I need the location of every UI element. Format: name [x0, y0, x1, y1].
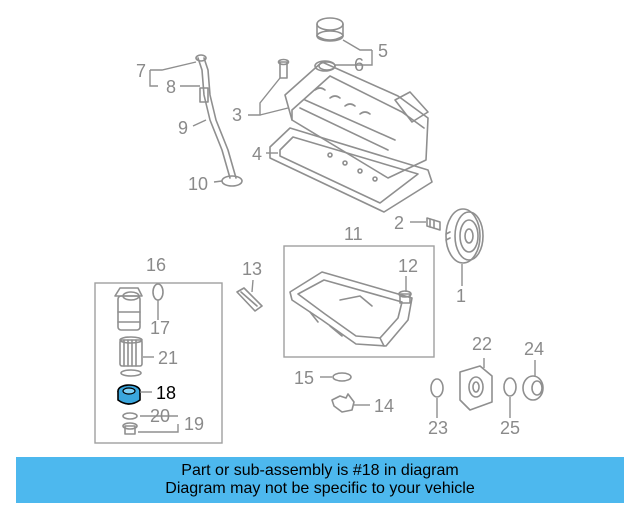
housing-seal [152, 283, 164, 301]
callout-13: 13 [242, 259, 262, 279]
cooler-bolt [522, 375, 544, 401]
dipstick-assembly [195, 54, 243, 187]
cooler-seal [430, 378, 444, 398]
element-seal [120, 369, 142, 377]
leader-lines [138, 39, 536, 433]
callout-5: 5 [378, 41, 388, 61]
pump-bracket [331, 393, 355, 413]
pulley-bolt [426, 217, 441, 231]
callout-22: 22 [472, 334, 492, 354]
callout-9: 9 [178, 118, 188, 138]
oil-pan-group-frame [283, 245, 435, 358]
callout-21: 21 [158, 348, 178, 368]
oil-filter-group-frame [94, 282, 223, 444]
callout-3: 3 [232, 105, 242, 125]
callout-16: 16 [146, 255, 166, 275]
callout-20: 20 [150, 406, 170, 426]
filter-cap-gasket [122, 412, 138, 420]
oil-filler-cap [316, 17, 344, 42]
bracket-gasket [332, 372, 352, 382]
filler-cap-seal [314, 60, 336, 72]
filter-drain-plug [122, 422, 138, 435]
banner-line-2: Diagram may not be specific to your vehi… [165, 480, 475, 497]
callout-15: 15 [294, 368, 314, 388]
callout-7: 7 [136, 61, 146, 81]
oil-cooler [459, 365, 493, 411]
valve-cover [284, 61, 429, 179]
drain-plug [398, 290, 412, 304]
oil-filter-element [119, 336, 143, 367]
valve-cover-gasket [269, 127, 433, 213]
callout-10: 10 [188, 174, 208, 194]
callout-14: 14 [374, 396, 394, 416]
banner-line-1: Part or sub-assembly is #18 in diagram [181, 462, 459, 479]
callout-18-highlighted: 18 [156, 383, 176, 403]
callout-8: 8 [166, 77, 176, 97]
parts-diagram: 1 2 3 4 5 6 7 8 9 10 11 12 13 14 15 16 1… [94, 17, 544, 444]
callout-11: 11 [344, 224, 363, 244]
callout-17: 17 [150, 318, 170, 338]
callout-24: 24 [524, 339, 544, 359]
crankshaft-pulley [445, 208, 484, 264]
info-banner: Part or sub-assembly is #18 in diagram D… [16, 457, 624, 503]
callout-12: 12 [398, 256, 418, 276]
callout-23: 23 [428, 418, 448, 438]
breather-bolt [277, 58, 290, 79]
callout-2: 2 [394, 213, 404, 233]
oil-filter-housing [114, 287, 143, 331]
callout-6: 6 [354, 55, 364, 75]
callout-19: 19 [184, 414, 204, 434]
callout-25: 25 [500, 418, 520, 438]
oil-pan [289, 271, 413, 347]
part-18-oil-filter-cap [117, 384, 141, 405]
callout-1: 1 [456, 286, 466, 306]
callout-4: 4 [252, 144, 262, 164]
cooler-washer [503, 377, 517, 397]
oil-baffle [236, 287, 263, 312]
